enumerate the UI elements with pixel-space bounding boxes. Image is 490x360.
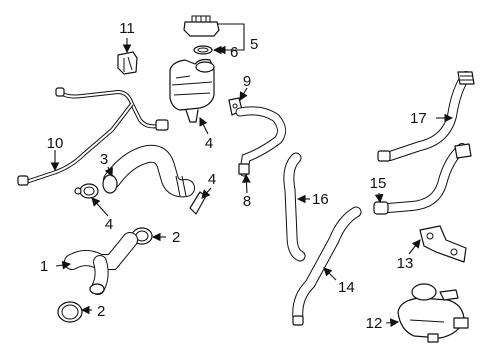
callout-2-lower: 2 [97, 303, 105, 320]
clamp-part-4-right [189, 191, 207, 215]
callout-6: 5 [250, 36, 258, 53]
hose-part-1 [64, 232, 138, 295]
callout-16: 16 [312, 191, 329, 208]
callout-5: 4 [205, 135, 213, 152]
coolant-reservoir-part-5 [169, 58, 215, 123]
callout-17: 17 [410, 110, 427, 127]
water-pump-part-12 [397, 283, 469, 343]
callout-12: 12 [366, 315, 383, 332]
callout-1: 1 [40, 258, 48, 275]
callout-13: 13 [397, 255, 414, 272]
o-ring-part-7 [193, 45, 213, 55]
reservoir-cap-part-6 [183, 15, 220, 37]
hose-part-3 [102, 144, 195, 198]
callout-14: 14 [338, 279, 355, 296]
callout-3: 3 [100, 151, 108, 168]
hose-part-14 [292, 206, 362, 326]
clamp-part-4-left [74, 183, 99, 199]
hose-part-16 [283, 152, 306, 262]
callout-11: 11 [119, 20, 135, 37]
callout-15: 15 [370, 175, 387, 192]
leader-lines [50, 23, 454, 328]
callout-8: 8 [243, 193, 251, 210]
bracket-part-11 [117, 51, 138, 75]
pipe-assembly-part-10 [17, 87, 169, 186]
callout-2-upper: 2 [172, 229, 180, 246]
callout-7: 6 [230, 44, 238, 61]
callout-4-left: 4 [105, 216, 113, 233]
hose-part-15 [373, 143, 472, 215]
callout-10: 10 [47, 135, 64, 152]
clamp-part-2-lower [57, 301, 83, 323]
callout-9: 9 [243, 73, 251, 90]
hose-part-8 [235, 106, 286, 177]
callout-4-right: 4 [208, 171, 216, 188]
bracket-part-13 [419, 225, 467, 263]
